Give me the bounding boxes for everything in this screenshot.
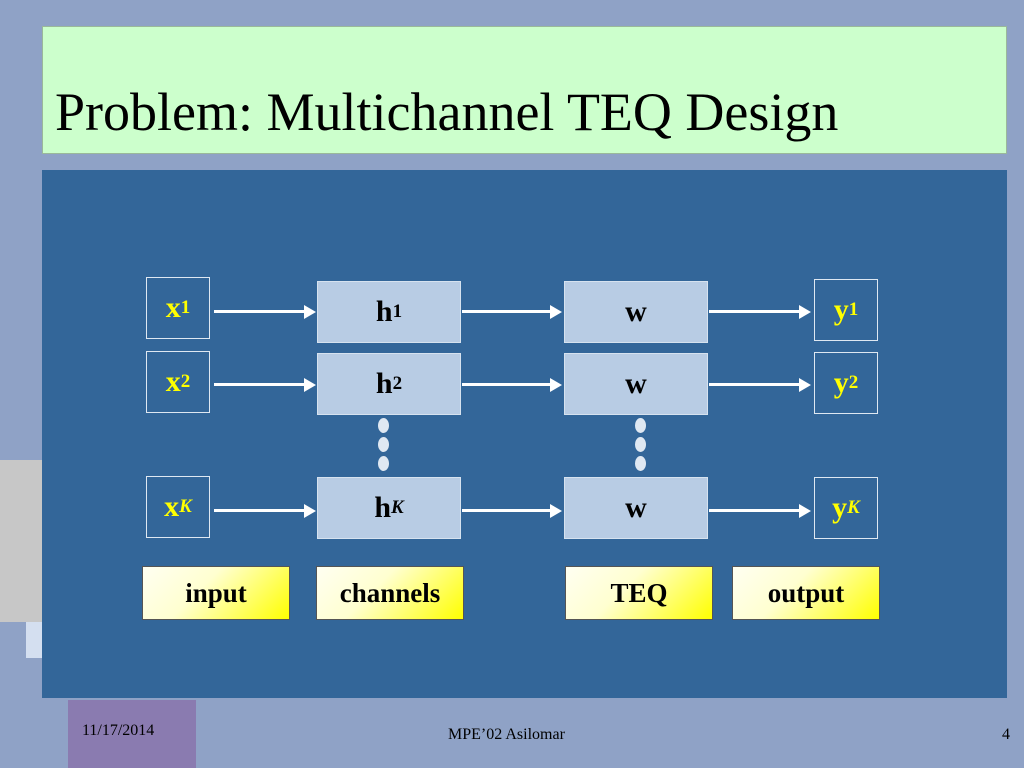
arrow-teq-to-output-k <box>709 504 811 518</box>
label-teq: TEQ <box>565 566 713 620</box>
channel-symbol: h <box>374 491 391 524</box>
teq-block-k: w <box>564 477 708 539</box>
teq-block-1: w <box>564 281 708 343</box>
output-symbol: y <box>833 366 849 399</box>
input-subscript: K <box>179 496 192 517</box>
arrow-input-to-channel-2 <box>214 378 316 392</box>
input-symbol: x <box>165 365 181 398</box>
footer-conference: MPE’02 Asilomar <box>448 726 565 743</box>
arrow-teq-to-output-1 <box>709 305 811 319</box>
channel-subscript: 1 <box>392 301 403 322</box>
arrow-teq-to-output-2 <box>709 378 811 392</box>
output-symbol: y <box>832 491 848 524</box>
output-symbol: y <box>833 293 849 326</box>
teq-block-2: w <box>564 353 708 415</box>
ellipsis-dot <box>635 437 646 452</box>
channel-symbol: h <box>375 295 393 328</box>
teq-symbol: w <box>625 295 647 328</box>
decorative-footer-box <box>68 700 196 768</box>
output-subscript: K <box>847 497 860 518</box>
teq-symbol: w <box>625 491 647 524</box>
footer-date: 11/17/2014 <box>82 722 155 739</box>
label-output: output <box>732 566 880 620</box>
input-subscript: 2 <box>180 371 191 392</box>
ellipsis-dot <box>378 418 389 433</box>
label-input: input <box>142 566 290 620</box>
arrow-channel-to-teq-k <box>462 504 562 518</box>
output-subscript: 2 <box>848 372 859 393</box>
arrow-channel-to-teq-2 <box>462 378 562 392</box>
footer-page-number: 4 <box>1002 726 1010 743</box>
arrow-channel-to-teq-1 <box>462 305 562 319</box>
channel-symbol: h <box>375 367 393 400</box>
input-subscript: 1 <box>180 297 191 318</box>
output-subscript: 1 <box>848 299 859 320</box>
arrow-input-to-channel-k <box>214 504 316 518</box>
ellipsis-dot <box>378 437 389 452</box>
decorative-side-bar <box>0 460 44 622</box>
channel-subscript: 2 <box>392 373 403 394</box>
ellipsis-dot <box>378 456 389 471</box>
input-symbol: x <box>165 291 181 324</box>
title-box: Problem: Multichannel TEQ Design <box>42 26 1007 154</box>
teq-symbol: w <box>625 367 647 400</box>
slide-title: Problem: Multichannel TEQ Design <box>55 82 839 142</box>
decorative-side-accent <box>26 622 44 658</box>
label-channels: channels <box>316 566 464 620</box>
input-symbol: x <box>164 490 180 523</box>
arrow-input-to-channel-1 <box>214 305 316 319</box>
channel-subscript: K <box>391 497 404 518</box>
ellipsis-dot <box>635 418 646 433</box>
ellipsis-dot <box>635 456 646 471</box>
